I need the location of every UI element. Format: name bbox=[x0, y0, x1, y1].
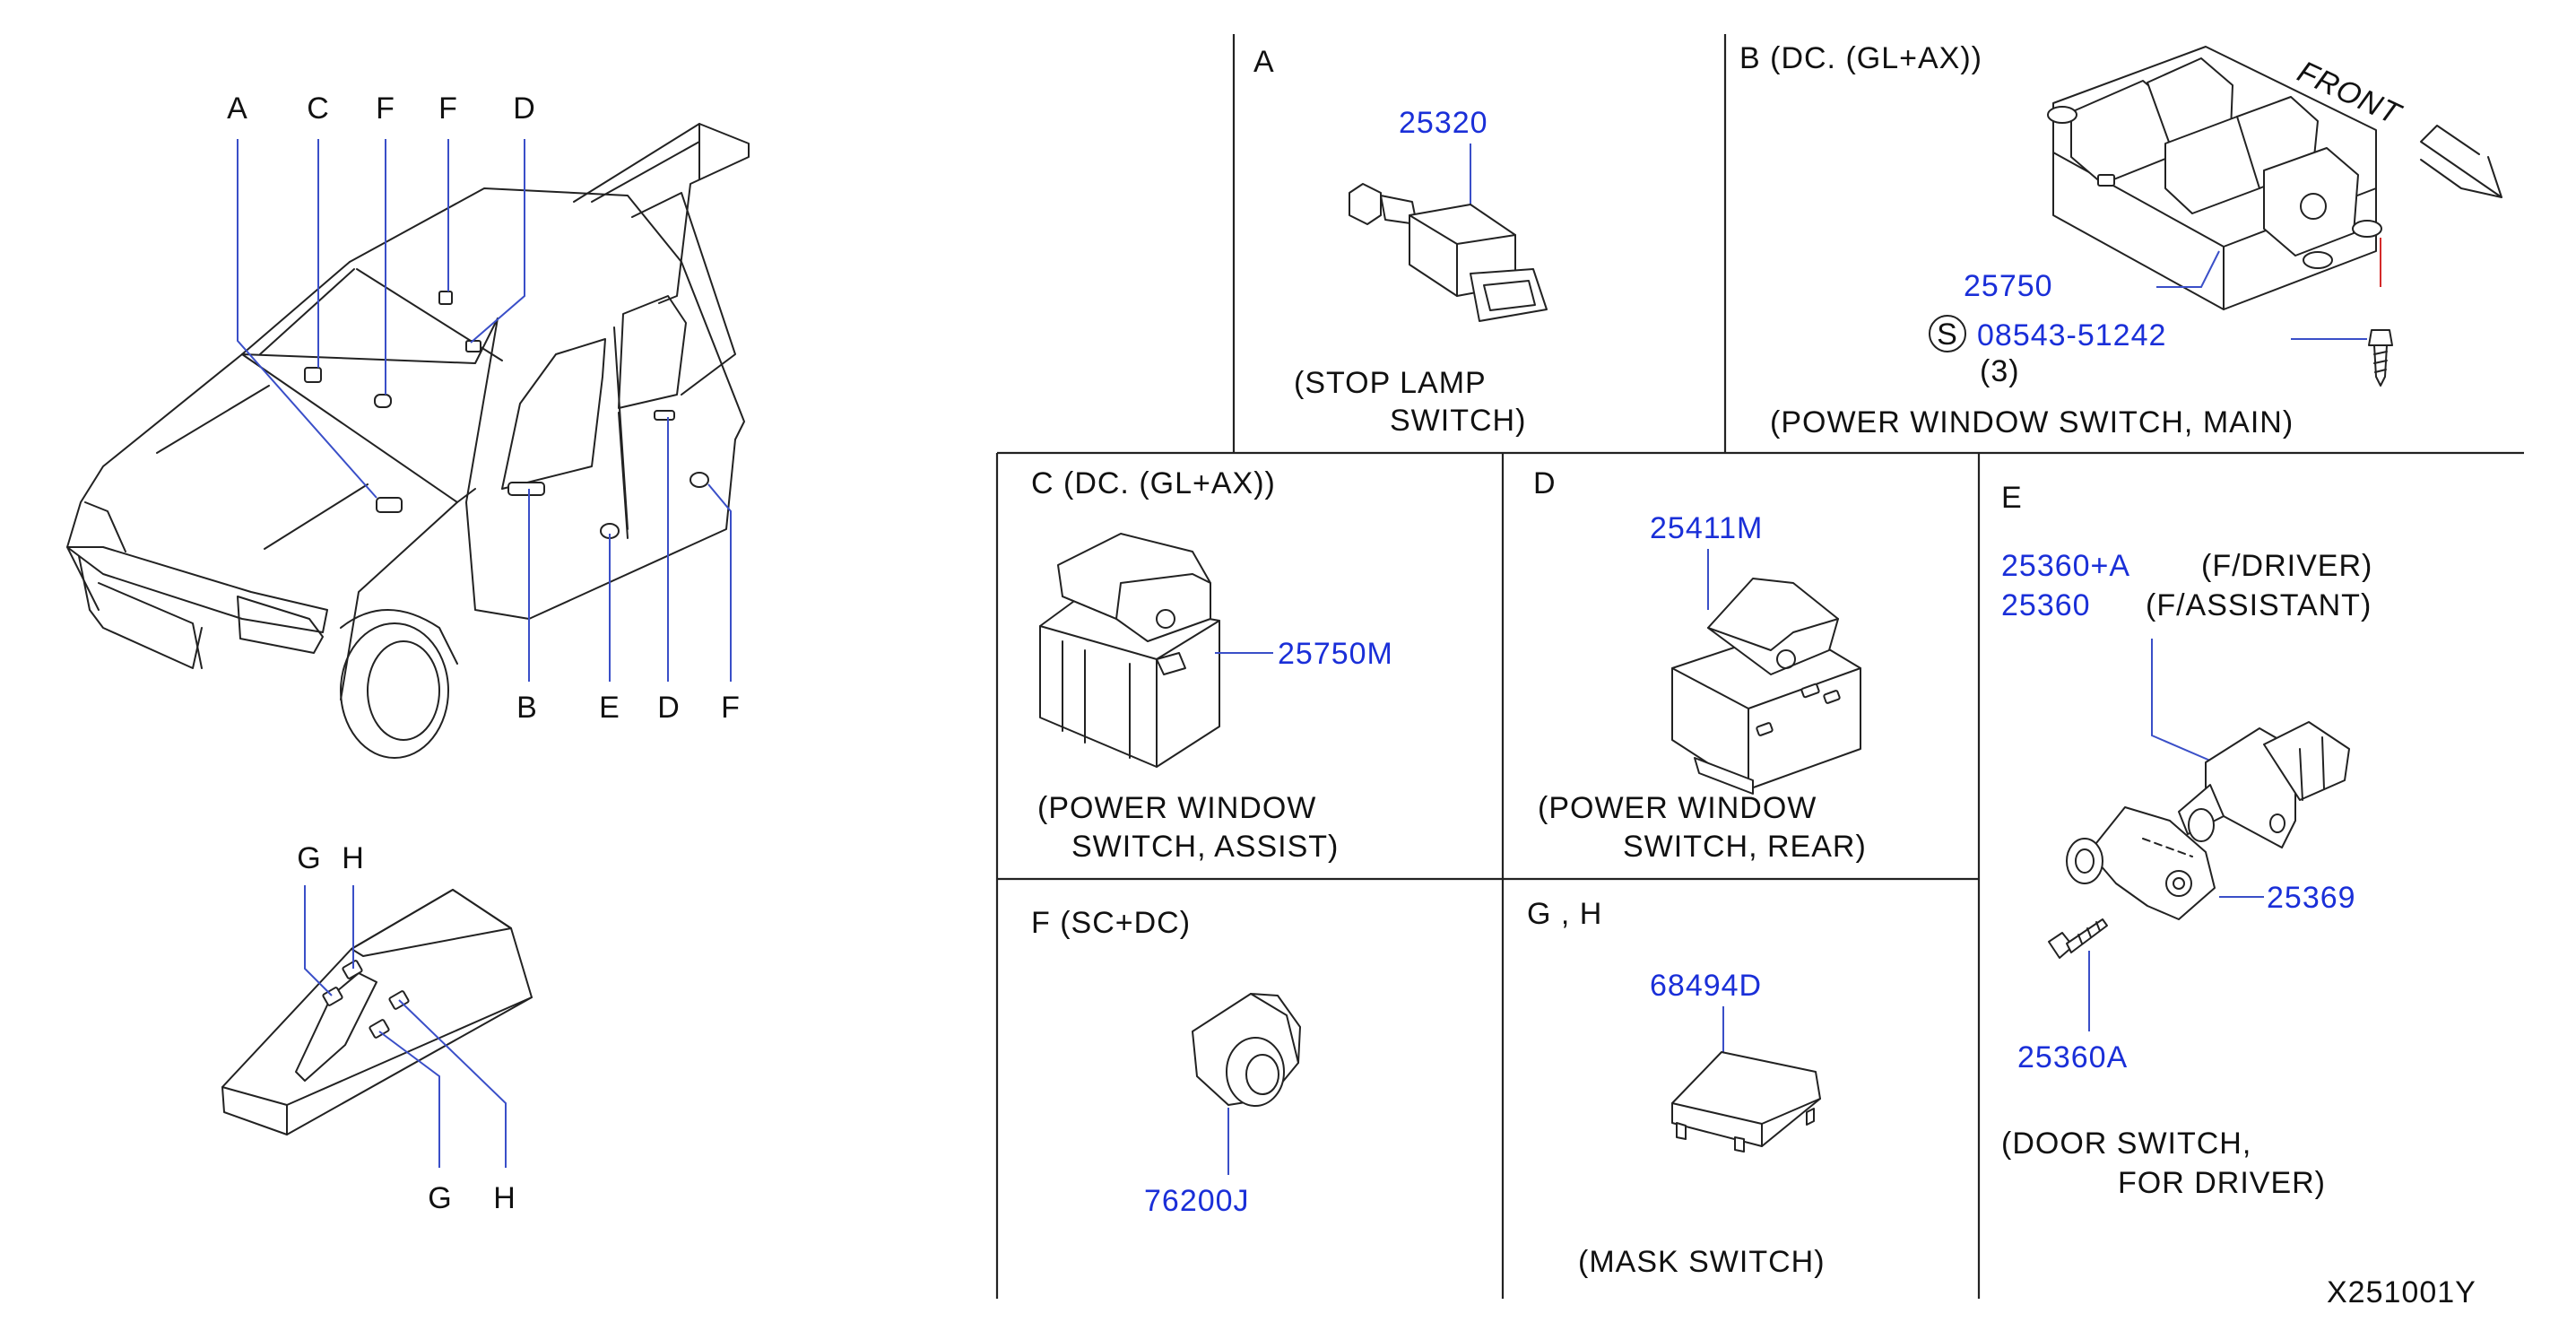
panel-d-caption-1: (POWER WINDOW bbox=[1538, 791, 1817, 825]
screw-icon bbox=[2048, 918, 2108, 959]
callout-c: C bbox=[307, 91, 330, 126]
panel-e: E 25360+A (F/DRIVER) 25360 (F/ASSISTANT) bbox=[2001, 481, 2372, 1200]
part-number-25360-plus-a[interactable]: 25360+A bbox=[2001, 549, 2130, 583]
panel-e-caption-2: FOR DRIVER) bbox=[2118, 1166, 2326, 1200]
callout-d: D bbox=[657, 691, 681, 725]
callout-g-top: G bbox=[297, 841, 321, 875]
standard-part-symbol: S bbox=[1937, 318, 1958, 352]
screw-icon bbox=[2368, 329, 2393, 387]
switch-bracket-f bbox=[1192, 993, 1301, 1107]
panel-f-header: F (SC+DC) bbox=[1031, 906, 1191, 940]
panel-gh: G , H 68494D (MASK SWITCH) bbox=[1527, 897, 1826, 1279]
part-number-25750m[interactable]: 25750M bbox=[1278, 637, 1393, 671]
mask-switch bbox=[1671, 1051, 1821, 1153]
callout-a: A bbox=[227, 91, 248, 126]
label-f-assistant: (F/ASSISTANT) bbox=[2146, 588, 2372, 622]
bolt-quantity: (3) bbox=[1980, 354, 2020, 388]
panel-c: C (DC. (GL+AX)) 25750M (POWER WINDOW SWI… bbox=[1031, 466, 1393, 864]
main-window-switch bbox=[2047, 46, 2382, 310]
part-number-68494d[interactable]: 68494D bbox=[1650, 969, 1762, 1003]
rear-window-switch bbox=[1671, 578, 1861, 795]
callout-e: E bbox=[599, 691, 620, 725]
callout-f: F bbox=[721, 691, 741, 725]
part-number-25750[interactable]: 25750 bbox=[1964, 269, 2053, 303]
callout-f: F bbox=[376, 91, 395, 126]
panel-b-header: B (DC. (GL+AX)) bbox=[1739, 41, 1982, 75]
part-number-25369[interactable]: 25369 bbox=[2267, 881, 2356, 915]
panel-a-header: A bbox=[1253, 45, 1275, 79]
part-number-76200j[interactable]: 76200J bbox=[1144, 1184, 1250, 1218]
vehicle-callouts-bottom: B E D F bbox=[516, 691, 741, 725]
panel-d-caption-2: SWITCH, REAR) bbox=[1623, 830, 1867, 864]
panel-c-header: C (DC. (GL+AX)) bbox=[1031, 466, 1276, 500]
panel-gh-caption: (MASK SWITCH) bbox=[1578, 1245, 1826, 1279]
door-switch-bracket bbox=[2066, 806, 2216, 920]
part-number-25360[interactable]: 25360 bbox=[2001, 588, 2091, 622]
callout-b: B bbox=[516, 691, 538, 725]
panel-gh-header: G , H bbox=[1527, 897, 1602, 931]
panel-a: A 25320 (STOP LAMP SWITCH) bbox=[1253, 45, 1548, 438]
console-callouts: G H G H bbox=[297, 841, 516, 1215]
part-number-25360a[interactable]: 25360A bbox=[2017, 1040, 2128, 1074]
callout-d: D bbox=[513, 91, 536, 126]
panel-a-caption-1: (STOP LAMP bbox=[1294, 366, 1487, 400]
panel-f: F (SC+DC) 76200J bbox=[1031, 906, 1301, 1218]
front-arrow-icon bbox=[2420, 125, 2502, 198]
panel-b-caption: (POWER WINDOW SWITCH, MAIN) bbox=[1770, 405, 2294, 439]
panel-d-header: D bbox=[1533, 466, 1557, 500]
door-switch bbox=[2178, 721, 2350, 848]
panel-e-header: E bbox=[2001, 481, 2023, 515]
panel-a-caption-2: SWITCH) bbox=[1390, 404, 1526, 438]
vehicle-callouts-top: A C F F D bbox=[227, 91, 536, 126]
assist-window-switch bbox=[1039, 533, 1220, 768]
panel-c-caption-2: SWITCH, ASSIST) bbox=[1071, 830, 1339, 864]
label-f-driver: (F/DRIVER) bbox=[2201, 549, 2372, 583]
console-illustration bbox=[221, 885, 533, 1168]
diagram-code: X251001Y bbox=[2327, 1275, 2476, 1309]
vehicle-illustration bbox=[66, 123, 750, 759]
panel-e-caption-1: (DOOR SWITCH, bbox=[2001, 1127, 2251, 1161]
part-number-08543-51242[interactable]: 08543-51242 bbox=[1977, 318, 2166, 352]
callout-h-top: H bbox=[342, 841, 365, 875]
panel-grid bbox=[995, 34, 2524, 1299]
callout-f: F bbox=[438, 91, 458, 126]
panel-d: D 25411M (POWER WINDOW SWITCH, REAR) bbox=[1533, 466, 1867, 864]
panel-b: B (DC. (GL+AX)) FRONT 25750 S 08543-5 bbox=[1739, 41, 2502, 439]
panel-c-caption-1: (POWER WINDOW bbox=[1037, 791, 1316, 825]
callout-g-bottom: G bbox=[428, 1181, 452, 1215]
part-number-25320[interactable]: 25320 bbox=[1399, 106, 1488, 140]
callout-h-bottom: H bbox=[493, 1181, 516, 1215]
part-number-25411m[interactable]: 25411M bbox=[1650, 511, 1763, 545]
stop-lamp-switch bbox=[1349, 183, 1548, 322]
